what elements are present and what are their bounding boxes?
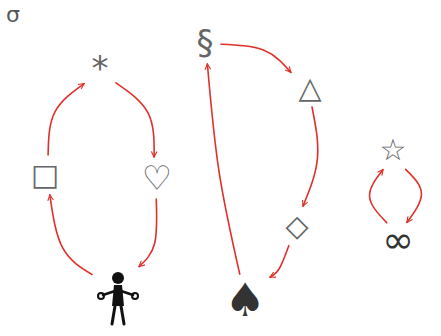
symbol-glyph: ◇ [285,211,308,241]
symbol-glyph: ☆ [380,135,407,165]
symbol-node: ☆ [377,134,409,166]
cycle-arrow [221,44,291,72]
symbol-glyph: ∞ [382,221,414,259]
symbol-node: ∞ [378,226,418,254]
symbol-node [95,270,141,326]
cycle-arrow [207,64,239,274]
symbol-glyph: △ [298,73,321,103]
symbol-glyph: § [197,25,214,59]
cycle-arrow [406,169,422,222]
symbol-node: * [87,55,113,81]
cycle-arrow [270,246,289,277]
cycle-arrow [48,84,84,156]
symbol-node: ♡ [139,161,175,195]
symbol-glyph: ♡ [142,161,172,195]
symbol-node: □ [29,159,61,191]
permutation-name: σ [6,4,20,26]
symbol-node: § [193,24,217,60]
cycle-arrow [303,107,318,206]
cycle-arrow [50,195,92,275]
cycle-arrow [116,83,154,157]
stick-figure [95,270,141,326]
cycle-arrow [139,199,157,267]
symbol-glyph: □ [31,160,59,190]
symbol-glyph: ♠ [224,277,265,323]
symbol-glyph: * [92,51,109,85]
cycle-arrow [370,170,387,223]
symbol-node: ♠ [223,278,267,322]
symbol-node: △ [294,73,326,103]
symbol-node: ◇ [282,210,312,242]
